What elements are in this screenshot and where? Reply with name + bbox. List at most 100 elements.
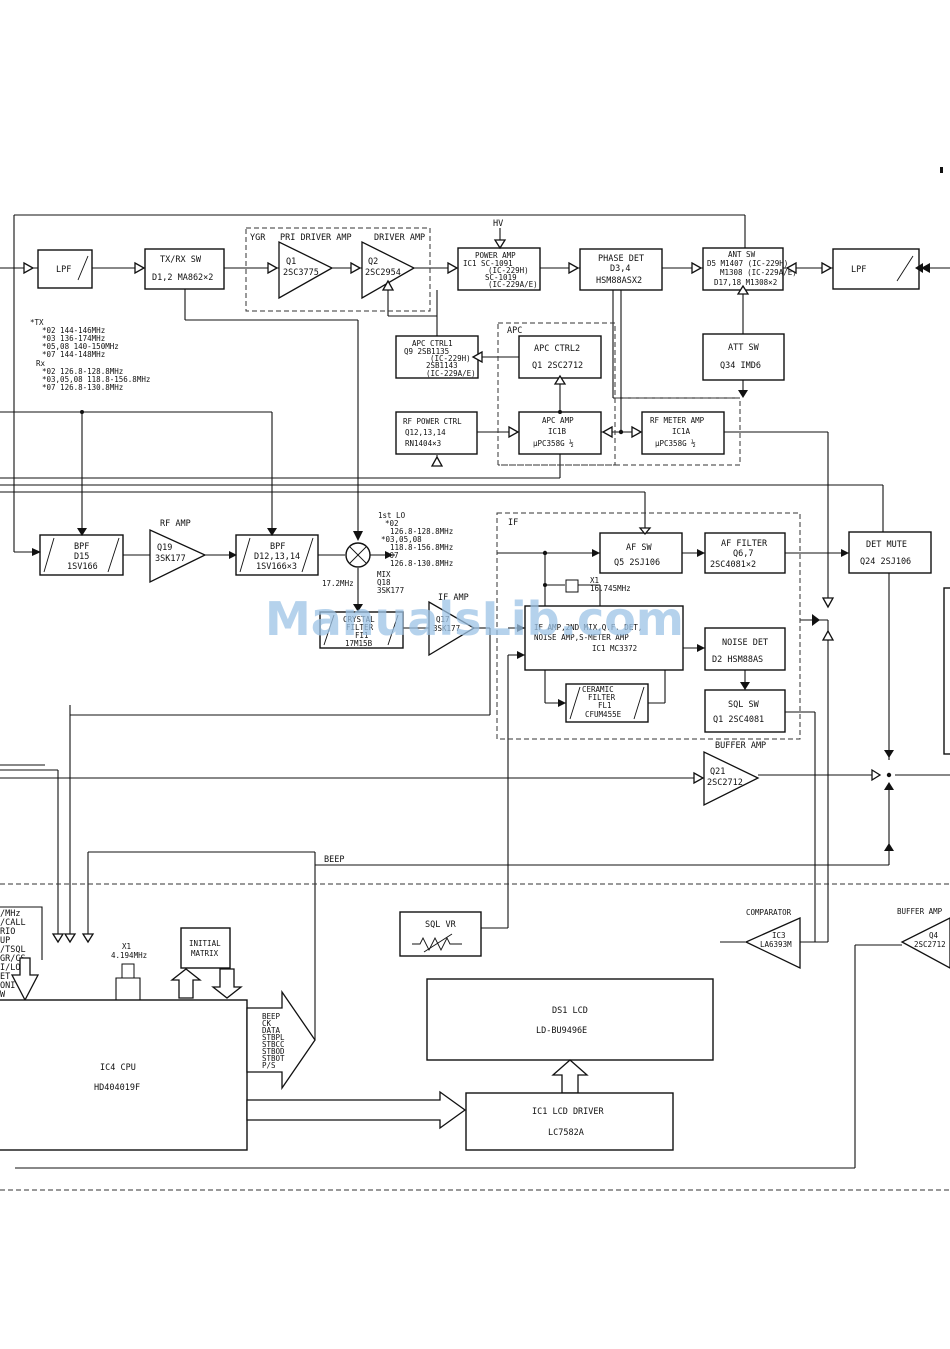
buffer-q4-part: 2SC2712 [914,940,946,949]
initial-matrix-title: INITIAL [189,939,221,948]
det-mute-part: Q24 2SJ106 [860,557,911,567]
phase-det-part: HSM88ASX2 [596,276,642,286]
lcd-driver-part: LC7582A [548,1128,584,1138]
af-filter-q: Q6,7 [733,549,753,559]
buffer-amp-right-label: BUFFER AMP [897,907,943,916]
att-sw-title: ATT SW [728,343,760,353]
crystal-filter-fi: FI1 [355,631,369,640]
buffer-amp-q4: BUFFER AMP Q4 2SC2712 [897,907,950,969]
ceramic-filter-part: CFUM455E [585,710,622,719]
bus-line2: CK [262,1019,272,1028]
bus-line8: P/S [262,1061,276,1070]
cpu-title: IC4 CPU [100,1063,136,1073]
power-amp-title: POWER AMP [475,251,516,260]
rf-power-ctrl-line2: RN1404×3 [405,439,441,448]
power-amp-line2: (IC-229H) [488,266,529,275]
lcd-driver-title: IC1 LCD DRIVER [532,1107,605,1117]
apc-ctrl2-title: APC CTRL2 [534,344,580,354]
tx-line4: *07 144-148MHz [42,350,105,359]
buffer-amp-q21: BUFFER AMP Q21 2SC2712 [703,741,766,807]
bpf2-block: BPF D12,13,14 1SV166×3 [235,534,319,576]
x1-cpu-crystal: X1 4.194MHz [111,942,147,1000]
comparator: COMPARATOR IC3 LA6393M [744,908,801,970]
key-line10: W [0,990,6,1000]
ant-sw-line1: D5 M1407 (IC-229H) [707,259,788,268]
apc-ctrl1-line3: 2SB1143 [426,361,458,370]
power-amp-line4: (IC-229A/E) [488,280,538,289]
rf-meter-ic: IC1A [672,427,691,436]
det-mute-title: DET MUTE [866,540,907,550]
lpf-left-label: LPF [56,265,71,275]
det-mute-block: DET MUTE Q24 2SJ106 [848,531,932,574]
rf-power-ctrl-block: RF POWER CTRL Q12,13,14 RN1404×3 [395,411,478,455]
tx-line3: *05,08 140-150MHz [42,342,119,351]
af-filter-part: 2SC4081×2 [710,560,756,570]
bus-line3: DATA [262,1026,281,1035]
lcd-part: LD-BU9496E [536,1026,587,1036]
power-amp-block: HV POWER AMP IC1 SC-1091 (IC-229H) SC-10… [457,219,541,291]
lpf-right-label: LPF [851,265,866,275]
key-line3: RIO [0,927,15,937]
txrx-sw-parts: D1,2 MA862×2 [152,273,213,283]
noise-det-part: D2 HSM88AS [712,655,763,665]
ant-sw-line3: D17,18 M1308×2 [714,278,777,287]
sql-vr-block: SQL VR [399,911,482,957]
rf-meter-part: μPC358G ½ [655,439,696,448]
af-filter-title: AF FILTER [721,539,768,549]
pri-driver-amp-label: PRI DRIVER AMP [280,233,352,243]
power-amp-line3: SC-1019 [485,273,517,282]
ceramic-filter-fl: FL1 [598,701,612,710]
key-line6: GR/CS [0,954,26,964]
x1-cpu-freq: 4.194MHz [111,951,147,960]
crystal-filter-title2: FILTER [346,623,374,632]
apc-region-label: APC [507,326,522,336]
buffer-q4: Q4 [929,931,939,940]
bpf2-d: D12,13,14 [254,552,300,562]
lo-head: 1st LO [378,511,406,520]
rf-meter-title: RF METER AMP [650,416,705,425]
apc-amp-block: APC AMP IC1B μPC358G ½ [518,411,602,455]
comparator-label: COMPARATOR [746,908,792,917]
cpu-block: IC4 CPU HD404019F BEEP CK DATA STBPL STB… [0,989,467,1151]
rf-power-ctrl-title: RF POWER CTRL [403,417,462,426]
corner-mark [940,167,943,173]
sql-sw-title: SQL SW [728,700,760,710]
lo-line3: *03,05,08 [381,535,422,544]
bus-line7: STBOT [262,1054,285,1063]
tx-line1: *02 144-146MHz [42,326,105,335]
hv-label: HV [493,219,503,229]
if-section: IF AF SW Q5 2SJ106 AF FILTER Q6,7 2SC408… [508,518,786,733]
mix-if-freq: 17.2MHz [322,579,354,588]
lcd-block: DS1 LCD LD-BU9496E [426,978,714,1094]
rf-power-ctrl-line1: Q12,13,14 [405,428,446,437]
bpf1-block: BPF D15 1SV166 [39,534,124,576]
key-line1: /MHz [0,909,20,919]
bus-line4: STBPL [262,1033,285,1042]
right-edge-block [943,587,950,755]
rx-line3: *07 126.8-130.8MHz [42,383,123,392]
key-legend: /MHz /CALL RIO UP /TSQL GR/CS I/LO ET ON… [0,906,43,1002]
tx-line2: *03 136-174MHz [42,334,105,343]
driver-q2: Q2 [368,257,378,267]
att-sw-part: Q34 IMD6 [720,361,761,371]
x1-if-freq: 16.745MHz [590,584,631,593]
txrx-sw-block: TX/RX SW D1,2 MA862×2 [144,248,225,290]
sql-sw-part: Q1 2SC4081 [713,715,764,725]
apc-ctrl1-title: APC CTRL1 [412,339,453,348]
crystal-filter-part: 17M15B [345,639,373,648]
crystal-filter-block: CRYSTAL FILTER FI1 17M15B [319,611,404,649]
comparator-ic: IC3 [772,931,786,940]
rf-amp-q: Q19 [157,543,172,553]
if-ic-line1: IF AMP,2ND MIX,Q.F. DET, [534,623,642,632]
freq-table: *TX *02 144-146MHz *03 136-174MHz *05,08… [30,318,150,392]
bus-line6: STBOD [262,1047,285,1056]
rf-amp-label: RF AMP [160,519,191,529]
rf-meter-amp-block: RF METER AMP IC1A μPC358G ½ [641,411,725,455]
sql-vr-title: SQL VR [425,920,457,930]
driver-amp-label: DRIVER AMP [374,233,425,243]
tx-head: *TX [30,318,44,327]
apc-ctrl1-line2: (IC-229H) [430,354,471,363]
mix-q: Q18 [377,578,391,587]
